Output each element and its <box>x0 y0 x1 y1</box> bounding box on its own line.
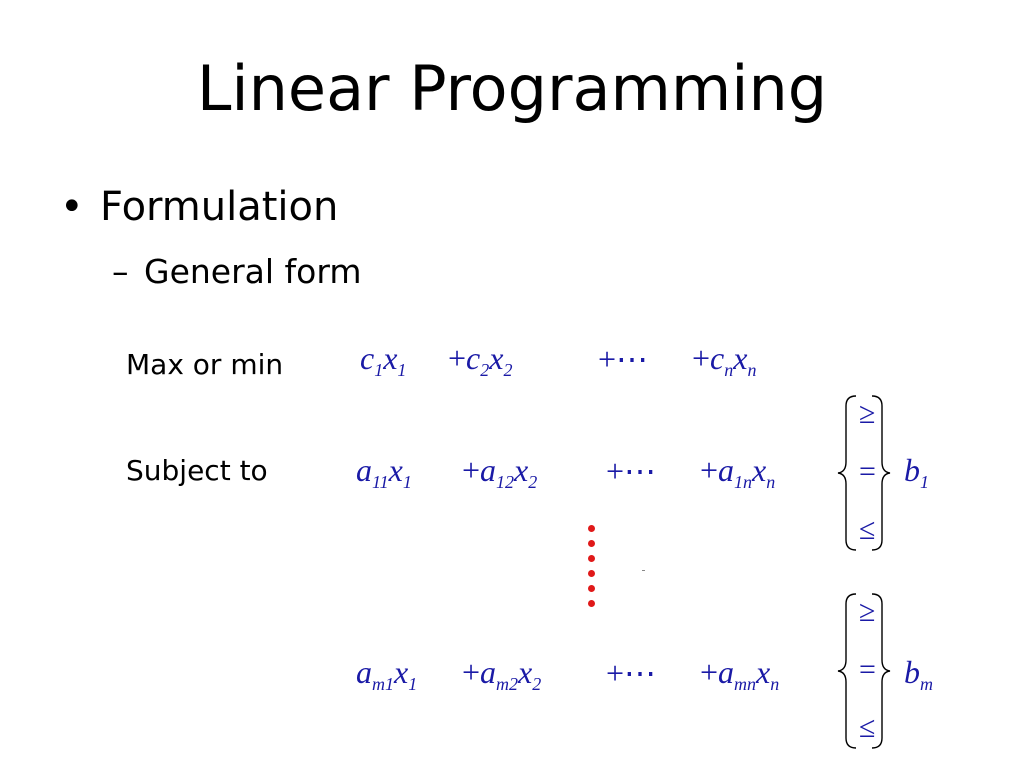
label-objective: Max or min <box>126 348 284 381</box>
term-cnxn: +cnxn <box>692 340 757 380</box>
bullet-formulation: • Formulation <box>60 184 338 230</box>
term-ellipsis-row1: +⋯ <box>606 453 657 489</box>
bullet-text: Formulation <box>100 184 339 230</box>
relation-bracket-rowm <box>837 593 891 749</box>
ellipsis-dot <box>588 570 595 577</box>
sub-bullet-text: General form <box>144 252 362 291</box>
term-amnxn: +amnxn <box>700 654 780 694</box>
relation-eq-rowm: = <box>859 653 876 686</box>
term-am1x1: am1x1 <box>356 654 418 694</box>
term-ellipsis-rowm: +⋯ <box>606 655 657 691</box>
bullet-icon: • <box>60 184 84 230</box>
term-a11x1: a11x1 <box>356 452 412 492</box>
term-a12x2: +a12x2 <box>462 452 538 492</box>
slide-title: Linear Programming <box>196 52 828 125</box>
dash-icon: – <box>112 252 129 291</box>
relation-le-row1: ≤ <box>859 513 876 546</box>
term-bm: bm <box>904 654 933 694</box>
relation-ge-rowm: ≥ <box>859 595 876 628</box>
ellipsis-dot <box>588 600 595 607</box>
relation-ge-row1: ≥ <box>859 397 876 430</box>
ellipsis-dot <box>588 585 595 592</box>
term-am2x2: +am2x2 <box>462 654 542 694</box>
relation-eq-row1: = <box>859 455 876 488</box>
ellipsis-dot <box>588 540 595 547</box>
term-a1nxn: +a1nxn <box>700 452 776 492</box>
term-b1: b1 <box>904 452 929 492</box>
sub-bullet-general-form: –General form <box>112 252 361 291</box>
term-c1x1: c1x1 <box>360 340 407 380</box>
relation-bracket-row1 <box>837 395 891 551</box>
ellipsis-dot <box>588 525 595 532</box>
term-ellipsis-objective: +⋯ <box>598 341 649 377</box>
ellipsis-dot <box>588 555 595 562</box>
term-c2x2: +c2x2 <box>448 340 513 380</box>
label-constraints: Subject to <box>126 454 268 487</box>
stray-mark <box>642 570 645 571</box>
relation-le-rowm: ≤ <box>859 711 876 744</box>
